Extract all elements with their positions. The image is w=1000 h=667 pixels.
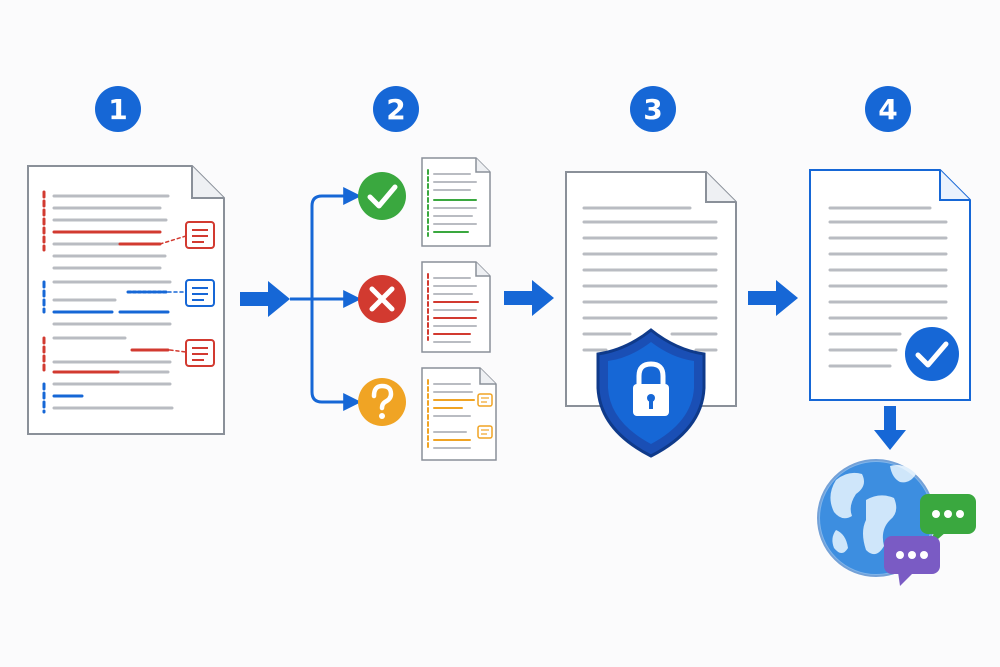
arrow-icon bbox=[504, 280, 554, 316]
shield-lock-icon bbox=[596, 328, 706, 458]
comment-icon bbox=[477, 393, 493, 407]
comment-icon bbox=[185, 339, 215, 367]
comment-icon bbox=[185, 221, 215, 249]
arrow-icon bbox=[748, 280, 798, 316]
step-1-number: 1 bbox=[108, 92, 128, 126]
cross-icon bbox=[358, 275, 406, 323]
question-icon bbox=[358, 378, 406, 426]
step-3-number: 3 bbox=[643, 92, 663, 126]
step-3-badge: 3 bbox=[630, 86, 676, 132]
document-icon bbox=[421, 261, 491, 353]
comment-icon bbox=[185, 279, 215, 307]
document-icon bbox=[421, 157, 491, 247]
step-1-document bbox=[27, 165, 225, 435]
step-2-badge: 2 bbox=[373, 86, 419, 132]
step-2-number: 2 bbox=[386, 92, 406, 126]
step-4-badge: 4 bbox=[865, 86, 911, 132]
check-icon bbox=[358, 172, 406, 220]
comment-icon bbox=[477, 425, 493, 439]
step-4-number: 4 bbox=[878, 92, 898, 126]
step-2-review bbox=[290, 157, 497, 461]
step-3-document bbox=[565, 171, 737, 458]
verified-check-icon bbox=[905, 327, 959, 381]
chat-bubble-icon bbox=[884, 536, 940, 586]
step-4-document bbox=[809, 169, 971, 401]
arrow-icon bbox=[874, 406, 906, 450]
arrow-icon bbox=[240, 281, 290, 317]
document-icon bbox=[421, 367, 497, 461]
step-1-badge: 1 bbox=[95, 86, 141, 132]
